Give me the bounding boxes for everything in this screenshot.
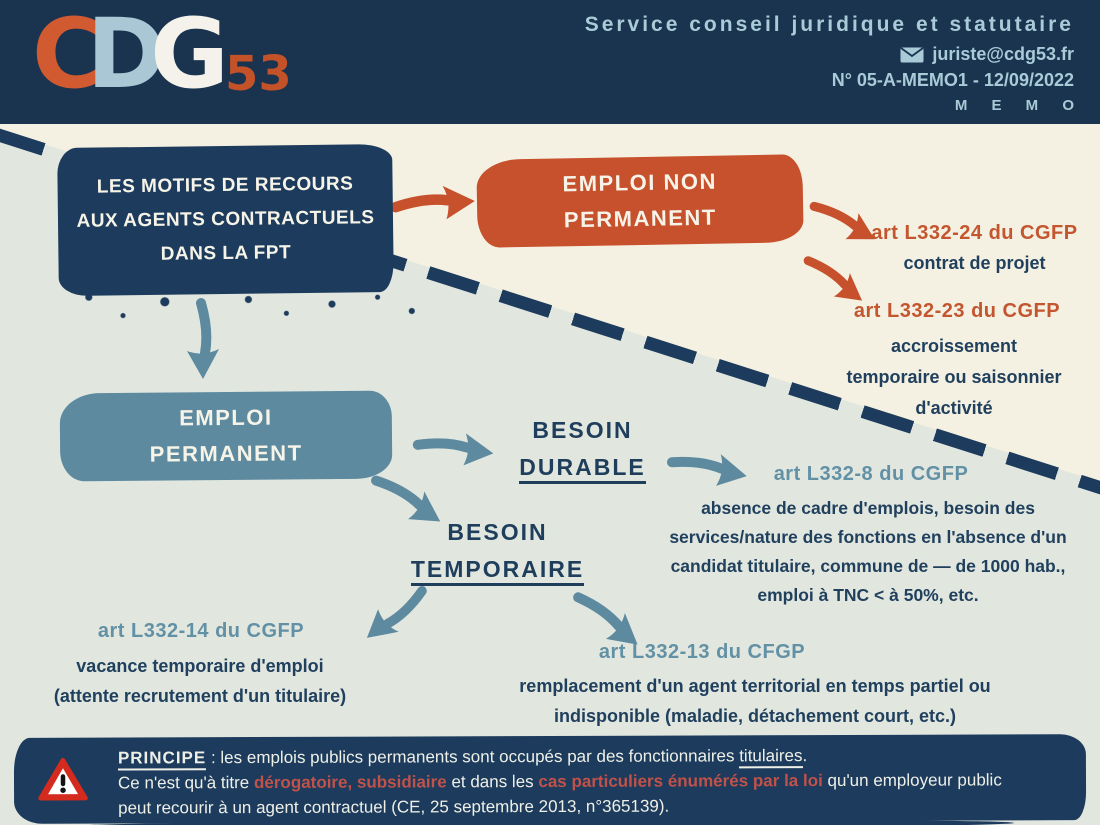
emploi-permanent-box: EMPLOI PERMANENT [59, 390, 393, 482]
besoin-word: BESOIN [532, 417, 633, 443]
envelope-icon [900, 46, 924, 62]
root-topic-box: LES MOTIFS DE RECOURS AUX AGENTS CONTRAC… [57, 143, 394, 297]
emploi-non-permanent-box: EMPLOI NON PERMANENT [476, 154, 804, 248]
root-topic-line: DANS LA FPT [160, 242, 292, 265]
arrow-root-to-non-permanent-icon [387, 176, 481, 227]
emploi-permanent-line: EMPLOI [179, 404, 273, 431]
principle-line-3: peut recourir à un agent contractuel (CE… [118, 796, 670, 818]
root-topic-line: LES MOTIFS DE RECOURS [96, 173, 354, 198]
description-line: candidat titulaire, commune de — de 1000… [670, 556, 1066, 576]
contact-email: juriste@cdg53.fr [932, 44, 1074, 64]
article-l332-14: art L332-14 du CGFP [97, 620, 305, 642]
arrow-to-besoin-durable-icon [409, 418, 500, 474]
derogatoire-highlight: dérogatoire, subsidiaire [253, 772, 447, 793]
article-l332-13: art L332-13 du CFGP [598, 641, 806, 663]
article-l332-8-description: absence de cadre d'emplois, besoin des s… [640, 494, 1096, 610]
arrow-to-l332-8-icon [660, 435, 757, 497]
principle-segment: qu'un employeur public [822, 770, 1002, 791]
arrow-to-l332-13-icon [562, 574, 656, 663]
besoin-temporaire-label: BESOIN TEMPORAIRE [400, 514, 595, 588]
arrow-to-l332-23-icon [793, 237, 880, 318]
emploi-non-permanent-line: EMPLOI NON [562, 168, 718, 197]
article-l332-23-description: accroissement temporaire ou saisonnier d… [820, 331, 1088, 424]
article-l332-13-description: remplacement d'un agent territorial en t… [452, 671, 1058, 731]
principle-segment: Ce n'est qu'à titre [117, 773, 254, 793]
description-line: indisponible (maladie, détachement court… [553, 706, 957, 726]
article-l332-8: art L332-8 du CGFP [773, 463, 969, 485]
description-line: emploi à TNC < à 50%, etc. [757, 585, 979, 605]
description-line: vacance temporaire d'emploi [76, 656, 324, 676]
contact-email-row: juriste@cdg53.fr [585, 44, 1074, 65]
principle-line-2: Ce n'est qu'à titre dérogatoire, subsidi… [118, 767, 1086, 795]
principle-segment: et dans les [446, 772, 539, 792]
cas-particuliers-highlight: cas particuliers énumérés par la loi [538, 771, 823, 792]
besoin-durable-label: BESOIN DURABLE [495, 412, 670, 486]
description-line: services/nature des fonctions en l'absen… [669, 527, 1067, 547]
description-line: d'activité [915, 398, 993, 418]
description-line: accroissement [890, 336, 1018, 356]
arrow-to-l332-14-icon [351, 573, 442, 659]
logo-letter-d: D [86, 0, 167, 110]
principle-text: PRINCIPE : les emplois publics permanent… [117, 734, 1086, 820]
article-l332-23: art L332-23 du CGFP [853, 300, 1061, 322]
service-title: Service conseil juridique et statutaire [584, 13, 1074, 36]
header-band: C D G 53 Service conseil juridique et st… [0, 0, 1100, 124]
paint-splatter [66, 288, 446, 334]
durable-word-underlined: DURABLE [519, 454, 646, 484]
description-line: absence de cadre d'emplois, besoin des [701, 498, 1035, 518]
emploi-non-permanent-line: PERMANENT [563, 204, 717, 233]
description-line: remplacement d'un agent territorial en t… [519, 676, 991, 696]
description-line: temporaire ou saisonnier [846, 367, 1062, 387]
article-l332-14-description: vacance temporaire d'emploi (attente rec… [30, 651, 370, 711]
cdg53-logo: C D G 53 [32, 6, 292, 102]
description-line: (attente recrutement d'un titulaire) [53, 686, 347, 706]
principle-segment: . [802, 746, 808, 766]
header-info: Service conseil juridique et statutaire … [585, 13, 1074, 114]
temporaire-word-underlined: TEMPORAIRE [410, 556, 585, 586]
article-l332-24: art L332-24 du CGFP [871, 222, 1078, 244]
logo-letter-c: C [32, 0, 103, 110]
root-topic-line: AUX AGENTS CONTRACTUELS [76, 207, 375, 232]
memo-reference: N° 05-A-MEMO1 - 12/09/2022 [831, 70, 1074, 90]
principle-label: PRINCIPE [117, 748, 207, 771]
logo-number-53: 53 [224, 46, 292, 102]
arrow-to-l332-24-icon [800, 181, 890, 258]
article-l332-24-description: contrat de projet [903, 253, 1046, 273]
titulaires-underlined: titulaires [739, 746, 803, 769]
emploi-permanent-line: PERMANENT [149, 440, 303, 467]
memo-label: M E M O [954, 97, 1084, 114]
arrow-root-to-permanent-icon [183, 297, 227, 383]
principle-banner: PRINCIPE : les emplois publics permanent… [13, 734, 1087, 824]
arrow-to-besoin-temporaire-icon [361, 456, 457, 541]
logo-letter-g: G [150, 0, 229, 110]
besoin-word: BESOIN [447, 519, 548, 545]
principle-line-1: PRINCIPE : les emplois publics permanent… [117, 742, 1086, 771]
warning-icon [38, 757, 88, 801]
principle-segment: : les emplois publics permanents sont oc… [206, 746, 740, 768]
